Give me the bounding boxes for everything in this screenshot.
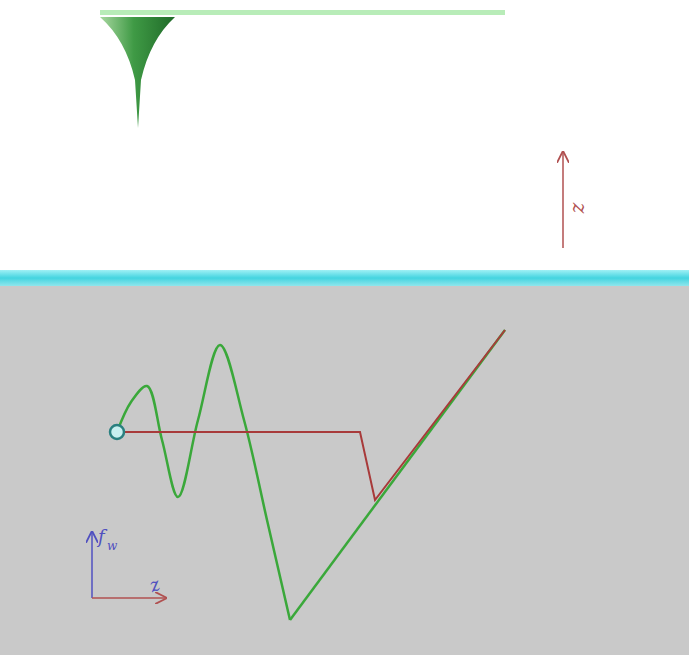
sample-surface [0, 270, 689, 286]
static-curve [117, 330, 505, 500]
cantilever [100, 10, 505, 15]
sample-ground [0, 284, 689, 655]
probe-tip [100, 17, 175, 128]
start-point [110, 425, 124, 439]
z-axis-label: z [567, 203, 587, 214]
y-axis [91, 532, 93, 598]
z-arrow [562, 152, 564, 248]
force-axis-label: f [98, 528, 105, 546]
oscillation-curve [117, 345, 290, 620]
force-axis-subscript: w [107, 540, 117, 552]
x-axis [92, 597, 166, 599]
